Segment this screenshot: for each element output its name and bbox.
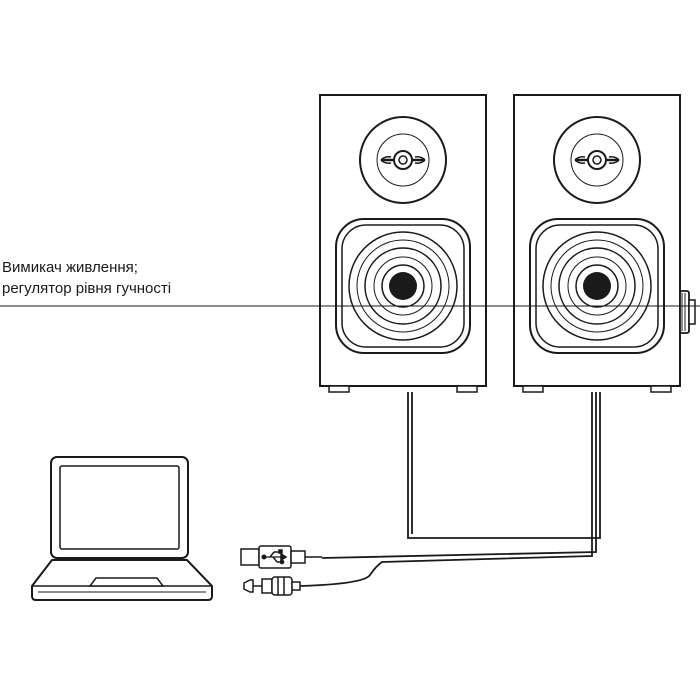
callout-label-volume-control: регулятор рівня гучності bbox=[2, 280, 172, 297]
volume-knob[interactable] bbox=[679, 290, 696, 334]
audio-jack-plug bbox=[243, 576, 301, 596]
speaker-cables bbox=[299, 392, 601, 587]
usb-plug bbox=[240, 545, 322, 569]
right-speaker bbox=[512, 93, 682, 394]
callout-label-power-switch: Вимикач живлення; bbox=[2, 259, 138, 276]
left-speaker bbox=[318, 93, 488, 394]
laptop bbox=[31, 456, 213, 601]
